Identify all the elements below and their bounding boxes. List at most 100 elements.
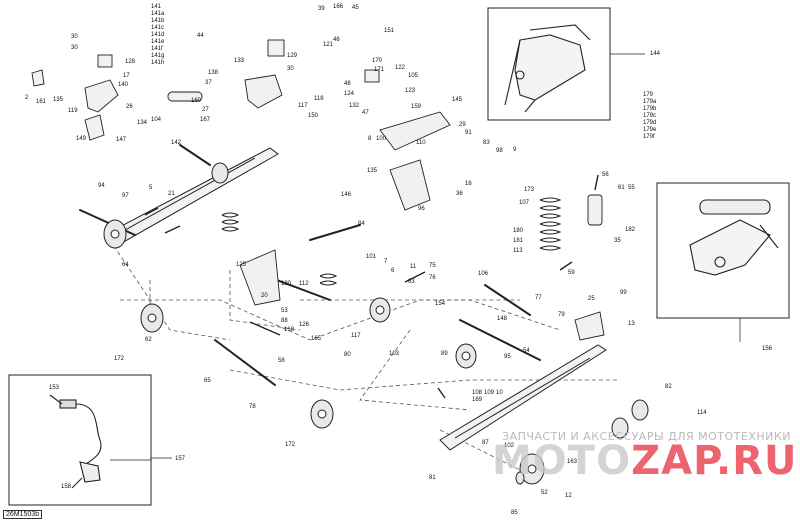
callout-154: 154 [435, 301, 446, 307]
callout-172-a: 172 [114, 356, 125, 362]
callout-25: 25 [588, 296, 595, 302]
callout-101: 101 [366, 254, 377, 260]
callout-117-b: 117 [351, 333, 361, 339]
callout-76: 76 [429, 275, 436, 281]
callout-52: 52 [541, 490, 548, 496]
callout-2: 2 [25, 95, 29, 101]
callout-141b: 141b [151, 18, 165, 24]
callout-141g: 141g [151, 53, 165, 59]
callout-106: 106 [478, 271, 489, 277]
callout-179c: 179c [643, 113, 657, 119]
callout-134: 134 [137, 120, 148, 126]
callout-141f: 141f [151, 46, 163, 52]
callout-181: 181 [513, 238, 524, 244]
callout-29: 29 [459, 122, 466, 128]
callout-83: 83 [483, 140, 490, 146]
callout-167: 167 [200, 117, 211, 123]
callout-161: 161 [36, 99, 47, 105]
callout-55: 55 [628, 185, 635, 191]
callout-105: 105 [408, 73, 419, 79]
callout-37: 37 [205, 80, 212, 86]
callout-21: 21 [168, 191, 175, 197]
callout-10: 10 [496, 390, 503, 396]
callout-117: 117 [298, 103, 308, 109]
callout-62: 62 [145, 337, 152, 343]
rails [109, 147, 607, 451]
callout-182: 182 [625, 227, 636, 233]
callout-82: 82 [665, 384, 672, 390]
callout-85: 85 [511, 510, 518, 516]
callout-113: 113 [513, 248, 523, 254]
callout-145: 145 [452, 97, 463, 103]
callout-171: 171 [374, 67, 385, 73]
callout-135-b: 135 [367, 168, 378, 174]
callout-61: 61 [618, 185, 625, 191]
callout-54: 54 [523, 348, 530, 354]
callout-89: 89 [441, 351, 448, 357]
callout-27: 27 [202, 107, 209, 113]
callout-129: 129 [287, 53, 298, 59]
diagram-code-label: 26M1503b [3, 510, 43, 519]
callout-147: 147 [116, 137, 127, 143]
callout-79: 79 [558, 312, 565, 318]
callout-58: 58 [278, 358, 285, 364]
callout-100: 100 [376, 136, 387, 142]
callout-12: 12 [565, 493, 572, 499]
callout-97: 97 [122, 193, 129, 199]
callout-140: 140 [118, 82, 129, 88]
brackets [31, 39, 605, 341]
callout-87: 87 [482, 440, 489, 446]
callout-128: 128 [125, 59, 136, 65]
callout-179a: 179a [643, 99, 657, 105]
callout-45: 45 [352, 5, 359, 11]
callout-133: 133 [234, 58, 245, 64]
callout-179d: 179d [643, 120, 657, 126]
inset-box-157 [8, 374, 152, 506]
callout-8: 8 [368, 136, 372, 142]
callout-141: 141 [151, 4, 162, 10]
callout-114: 114 [697, 410, 707, 416]
callout-81: 81 [429, 475, 436, 481]
callout-48: 48 [344, 81, 351, 87]
callout-36: 36 [456, 191, 463, 197]
callout-179b: 179b [643, 106, 657, 112]
sensor-157 [49, 394, 102, 489]
callout-30-b: 30 [71, 45, 78, 51]
callout-6: 6 [391, 268, 395, 274]
callout-56: 56 [602, 172, 609, 178]
callout-148: 148 [497, 316, 508, 322]
inset-box-156 [656, 182, 790, 319]
callout-96: 96 [418, 206, 425, 212]
callout-99: 99 [620, 290, 627, 296]
callout-125: 125 [236, 262, 247, 268]
callout-158: 158 [61, 484, 72, 490]
callout-159: 159 [411, 104, 422, 110]
callout-124: 124 [344, 91, 355, 97]
callout-64: 64 [122, 262, 129, 268]
callout-157: 157 [175, 456, 186, 462]
callout-144: 144 [650, 51, 661, 57]
callout-53: 53 [281, 308, 288, 314]
callout-118: 118 [314, 96, 324, 102]
callout-20: 20 [261, 293, 268, 299]
callout-141e: 141e [151, 39, 165, 45]
callout-98: 98 [496, 148, 503, 154]
callout-149: 149 [76, 136, 87, 142]
bolts [144, 174, 599, 399]
watermark-tagline: ЗАПЧАСТИ И АКСЕССУАРЫ ДЛЯ МОТОТЕХНИКИ [502, 430, 791, 443]
callout-30-c: 30 [287, 66, 294, 72]
callout-126: 126 [299, 322, 310, 328]
arm-156 [689, 199, 779, 276]
callout-7: 7 [384, 259, 388, 265]
callout-95: 95 [504, 354, 511, 360]
callout-109: 109 [484, 390, 495, 396]
callout-11: 11 [410, 264, 417, 270]
callout-172-b: 172 [285, 442, 296, 448]
callout-44: 44 [197, 33, 204, 39]
callout-146: 146 [341, 192, 352, 198]
callout-39: 39 [318, 6, 325, 12]
callout-166: 166 [333, 4, 344, 10]
callout-130: 130 [281, 281, 292, 287]
callout-104: 104 [151, 117, 162, 123]
